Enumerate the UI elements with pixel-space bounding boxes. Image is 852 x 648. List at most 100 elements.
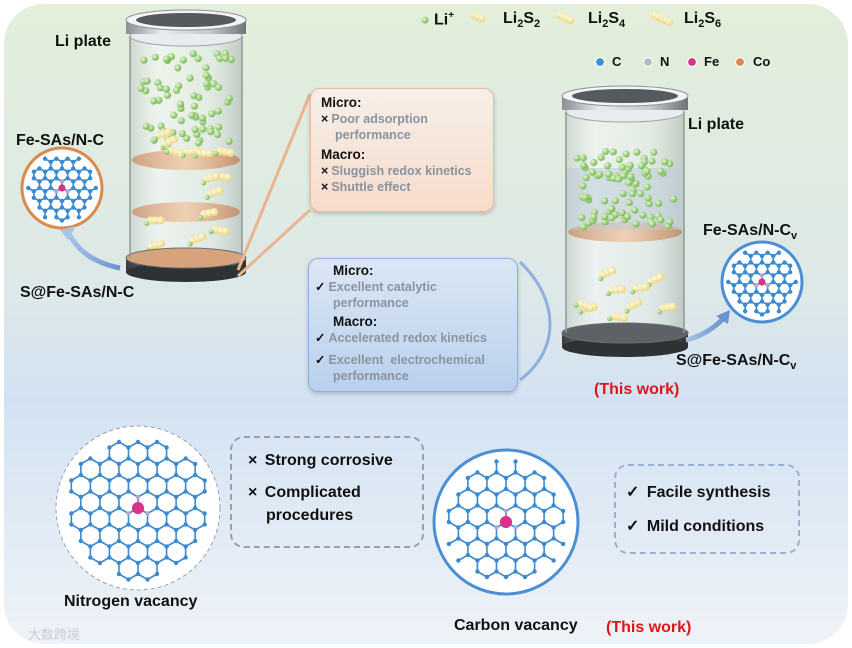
- li-ion-particle: [177, 117, 185, 125]
- left-catalyst-label: Fe-SAs/N-C: [16, 132, 105, 149]
- legend-li-ion: Li+: [434, 10, 454, 29]
- lattice-atom: [31, 176, 37, 181]
- legend-li-ion-label: Li: [434, 11, 449, 29]
- lattice-atom: [765, 302, 770, 307]
- lattice-atom: [776, 270, 782, 275]
- legend-species-1: Li2S2: [503, 10, 540, 30]
- lattice-atom: [135, 494, 141, 500]
- lattice-atom: [78, 527, 84, 533]
- lattice-atom: [76, 208, 82, 213]
- lattice-atom: [71, 159, 76, 165]
- lattice-atom: [475, 525, 480, 530]
- lattice-atom: [192, 527, 198, 533]
- lattice-atom: [154, 560, 160, 566]
- lattice-atom: [76, 169, 82, 174]
- lattice-atom: [42, 195, 48, 200]
- lattice-atom: [522, 574, 528, 580]
- legend-species-3-base: Li: [684, 10, 699, 27]
- lattice-atom: [456, 536, 461, 541]
- li-ion-particle: [601, 197, 609, 205]
- lattice-atom: [164, 522, 169, 527]
- lattice-atom: [742, 283, 748, 288]
- lattice-atom: [82, 205, 87, 210]
- lattice-atom: [202, 489, 207, 494]
- lattice-atom: [145, 544, 150, 549]
- lattice-atom: [88, 522, 93, 527]
- left-micro-title: Micro:: [321, 95, 362, 110]
- polysulfide-particle: [144, 216, 165, 227]
- lattice-atom: [541, 486, 547, 492]
- lattice-atom: [765, 289, 770, 294]
- li-ion-particle: [637, 162, 646, 170]
- lattice-atom: [754, 250, 759, 255]
- carbon-this-work-label: (This work): [606, 619, 692, 636]
- li-ion-particle: [669, 195, 678, 203]
- lattice-atom: [551, 558, 556, 563]
- lattice-atom: [782, 299, 787, 304]
- lattice-atom: [737, 260, 742, 265]
- lattice-atom: [78, 461, 84, 467]
- lattice-atom: [475, 503, 480, 508]
- n-item-3: procedures: [266, 507, 354, 524]
- lattice-atom: [484, 541, 490, 547]
- lattice-atom: [748, 260, 753, 265]
- check-icon: ✓: [315, 331, 326, 345]
- lattice-atom: [560, 508, 566, 514]
- lattice-atom: [456, 492, 461, 497]
- legend-li-ion-sup: +: [448, 10, 455, 21]
- lattice-atom: [782, 279, 787, 285]
- lattice-atom: [107, 478, 112, 483]
- lattice-atom: [78, 505, 84, 511]
- lattice-atom: [145, 489, 150, 494]
- lattice-atom: [541, 541, 547, 547]
- legend-species-2-mid: S: [608, 10, 620, 27]
- lattice-atom: [541, 552, 547, 558]
- lattice-atom: [484, 475, 490, 481]
- li-ion-particle: [623, 213, 632, 221]
- lattice-atom: [54, 195, 59, 200]
- lattice-atom: [503, 486, 509, 492]
- li-ion-particle: [216, 54, 224, 63]
- lattice-atom: [748, 299, 753, 304]
- lattice-atom: [59, 179, 65, 184]
- li-ion-particle: [207, 128, 215, 136]
- right-macro-item-1: ✓Accelerated redox kinetics: [315, 330, 511, 346]
- lattice-atom: [787, 283, 793, 288]
- lattice-atom: [560, 519, 566, 525]
- lattice-atom: [145, 445, 150, 450]
- lattice-atom: [107, 445, 112, 450]
- lattice-atom: [65, 215, 70, 220]
- lattice-atom: [65, 156, 70, 161]
- lattice-atom: [87, 176, 93, 181]
- legend-species-1-base: Li: [503, 10, 518, 27]
- li-ion-particle: [188, 111, 196, 119]
- legend-species-1-sub1: 2: [517, 18, 524, 31]
- lattice-atom: [154, 472, 160, 478]
- lattice-atom: [202, 478, 207, 483]
- li-ion-particle: [162, 55, 171, 63]
- lattice-atom: [532, 525, 537, 530]
- lattice-atom: [748, 273, 753, 278]
- left-macro-title: Macro:: [321, 147, 366, 162]
- lattice-atom: [82, 179, 87, 184]
- li-ion-particle: [151, 53, 159, 61]
- lattice-atom: [76, 156, 82, 161]
- lattice-atom: [484, 508, 490, 514]
- lattice-atom: [494, 569, 499, 574]
- lattice-atom: [126, 511, 131, 516]
- lattice-atom: [88, 478, 93, 483]
- lattice-atom: [503, 508, 509, 514]
- nitrogen-vacancy-drawbacks-box: [230, 436, 424, 548]
- lattice-atom: [135, 472, 141, 478]
- lattice-atom: [446, 541, 452, 547]
- lattice-atom: [135, 461, 141, 467]
- right-catalyst-label-base: Fe-SAs/N-C: [703, 222, 792, 239]
- left-catalyst-arrow: [65, 230, 121, 271]
- lattice-atom: [164, 511, 169, 516]
- li-ion-particle: [625, 198, 633, 207]
- polysulfide-particle: [213, 147, 235, 157]
- lattice-atom: [771, 273, 776, 278]
- lattice-atom: [748, 253, 753, 259]
- lattice-atom: [48, 198, 53, 204]
- lattice-atom: [88, 456, 93, 461]
